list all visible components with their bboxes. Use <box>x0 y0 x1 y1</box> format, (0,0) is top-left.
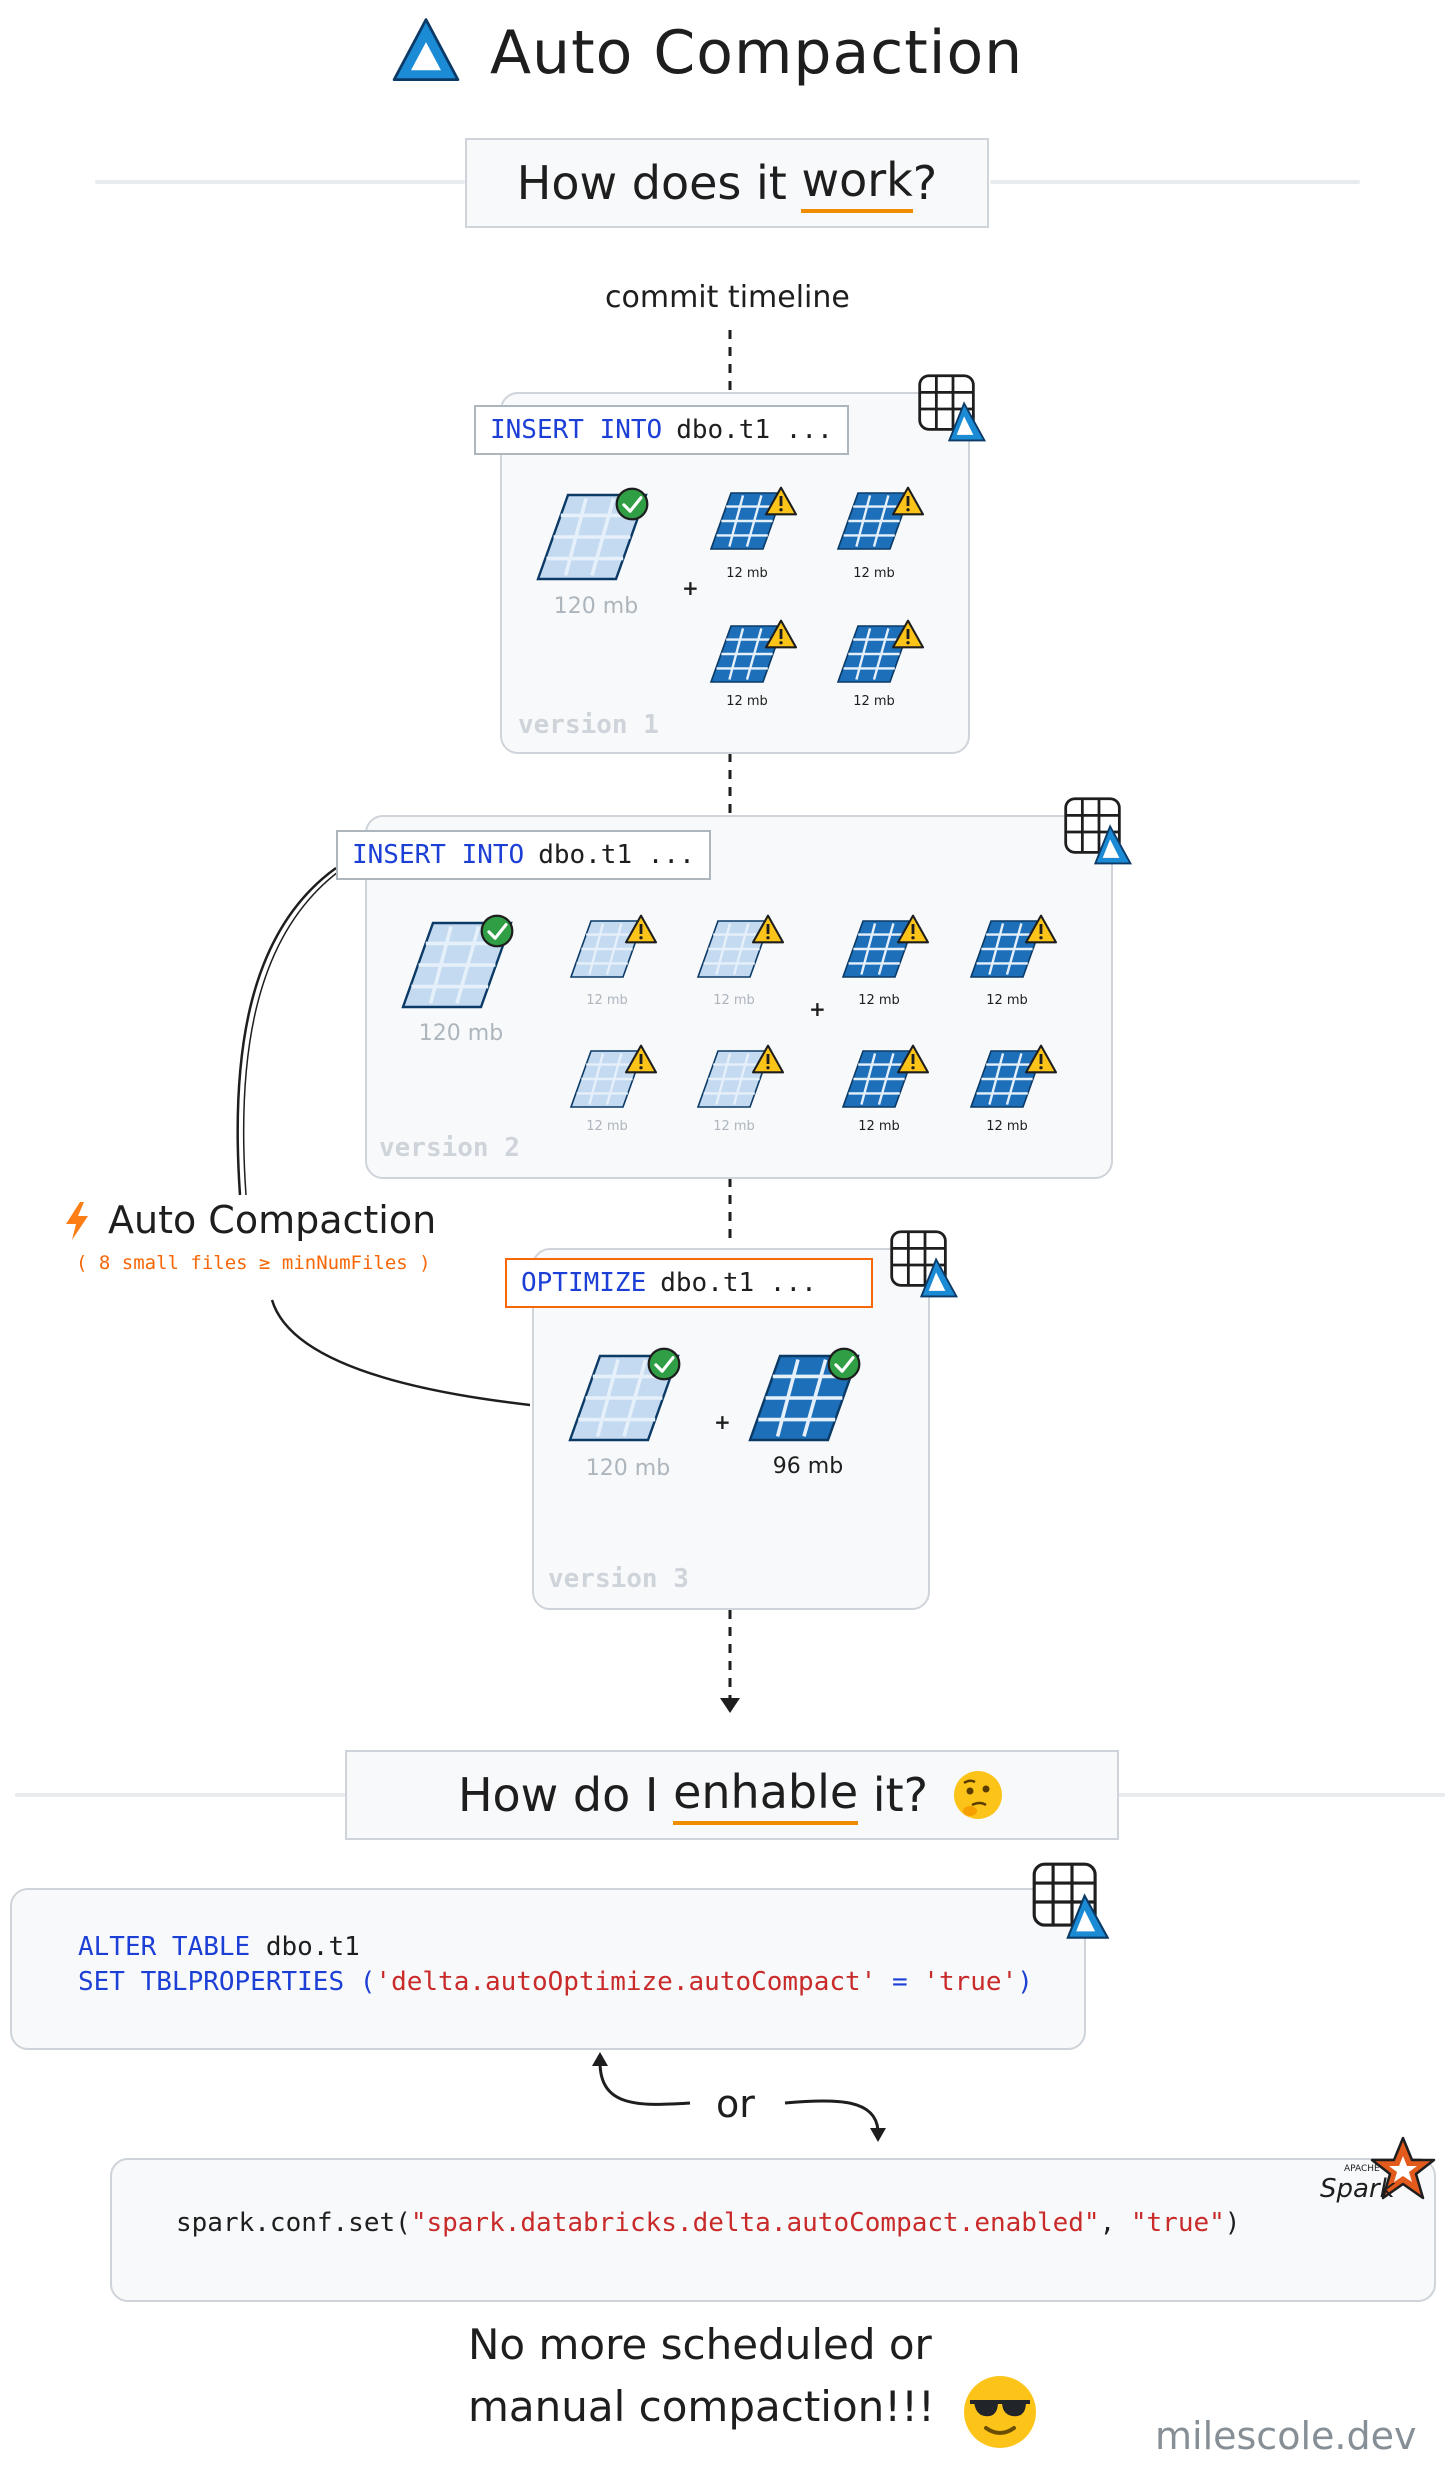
header-suffix: ? <box>912 156 938 210</box>
small-file-size: 12 mb <box>853 566 895 581</box>
sql-keyword: INSERT INTO <box>490 415 663 445</box>
version-label: version 2 <box>379 1133 520 1163</box>
thinking-face-icon <box>954 1771 1003 1819</box>
sql-text: dbo.t1 <box>250 1932 360 1962</box>
header-prefix: How do I <box>457 1768 674 1822</box>
warning-icon <box>896 1044 930 1074</box>
small-file-size: 12 mb <box>853 694 895 709</box>
warning-icon <box>624 1044 658 1074</box>
large-file-size: 120 mb <box>553 594 639 619</box>
warning-icon <box>624 914 658 944</box>
header-underlined: enhable <box>673 1765 859 1825</box>
sql-property-key: 'delta.autoOptimize.autoCompact' <box>375 1967 877 1997</box>
large-file-size: 120 mb <box>585 1456 671 1481</box>
sql-text: dbo.t1 ... <box>660 1268 817 1298</box>
small-file-size: 12 mb <box>713 993 755 1008</box>
warning-icon <box>1024 1044 1058 1074</box>
header-underlined: work <box>801 153 913 213</box>
timeline-label: commit timeline <box>605 280 850 315</box>
section-header-how-to-enable: How do I enhable it? <box>345 1750 1119 1840</box>
large-file-size: 120 mb <box>418 1021 504 1046</box>
small-file-size: 12 mb <box>726 694 768 709</box>
closing-line-1: No more scheduled or <box>468 2320 932 2369</box>
delta-lake-logo <box>392 18 460 82</box>
spark-config-box: spark.conf.set("spark.databricks.delta.a… <box>110 2158 1436 2302</box>
header-suffix: it? <box>858 1768 929 1822</box>
compacted-file-size: 96 mb <box>772 1454 844 1479</box>
closing-line-2: manual compaction!!! <box>468 2382 935 2431</box>
check-icon <box>479 913 515 949</box>
lightning-icon <box>66 1202 88 1240</box>
warning-icon <box>764 486 798 516</box>
spark-config-value: "true" <box>1130 2208 1225 2238</box>
version-label: version 1 <box>518 710 659 740</box>
header-prefix: How does it <box>516 156 802 210</box>
warning-icon <box>764 619 798 649</box>
or-label: or <box>716 2082 755 2126</box>
spark-config-key: "spark.databricks.delta.autoCompact.enab… <box>410 2208 1100 2238</box>
warning-icon <box>891 619 925 649</box>
check-icon <box>646 1346 682 1382</box>
sql-property-value: 'true' <box>923 1967 1018 1997</box>
section-header-how-it-works: How does it work? <box>465 138 989 228</box>
spark-star-icon <box>1370 2136 1436 2200</box>
small-file-size: 12 mb <box>986 993 1028 1008</box>
warning-icon <box>891 486 925 516</box>
auto-compaction-label: Auto Compaction <box>108 1198 437 1242</box>
optimize-statement: OPTIMIZE dbo.t1 ... <box>505 1258 873 1308</box>
sql-text: dbo.t1 ... <box>676 415 833 445</box>
sql-keyword: ALTER TABLE <box>78 1932 251 1962</box>
delta-table-icon <box>916 372 990 446</box>
version-label: version 3 <box>548 1564 689 1594</box>
plus-sign: + <box>682 576 699 600</box>
delta-table-icon <box>1030 1860 1114 1944</box>
small-file-size: 12 mb <box>726 566 768 581</box>
warning-icon <box>896 914 930 944</box>
sunglasses-face-icon <box>964 2376 1036 2448</box>
sql-config-line-2: SET TBLPROPERTIES ('delta.autoOptimize.a… <box>78 1967 1033 1997</box>
plus-sign: + <box>809 997 826 1021</box>
page-title: Auto Compaction <box>490 18 1024 88</box>
warning-icon <box>751 1044 785 1074</box>
sql-paren: ( <box>344 1967 376 1997</box>
warning-icon <box>751 914 785 944</box>
sql-keyword: OPTIMIZE <box>521 1268 647 1298</box>
spark-call: spark.conf.set( <box>176 2208 411 2238</box>
small-file-size: 12 mb <box>986 1119 1028 1134</box>
insert-statement: INSERT INTO dbo.t1 ... <box>474 405 849 455</box>
spark-config-line: spark.conf.set("spark.databricks.delta.a… <box>176 2208 1240 2238</box>
auto-compaction-condition: ( 8 small files ≥ minNumFiles ) <box>76 1252 431 1274</box>
spark-logo: APACHE Spark <box>1320 2134 1450 2224</box>
spark-separator: , <box>1099 2208 1131 2238</box>
sql-config-box: ALTER TABLE dbo.t1 SET TBLPROPERTIES ('d… <box>10 1888 1086 2050</box>
sql-paren: ) <box>1017 1967 1033 1997</box>
warning-icon <box>1024 914 1058 944</box>
sql-keyword: SET TBLPROPERTIES <box>78 1967 345 1997</box>
small-file-size: 12 mb <box>713 1119 755 1134</box>
spark-logo-text: Spark <box>1320 2174 1395 2204</box>
plus-sign: + <box>714 1410 731 1434</box>
check-icon <box>826 1346 862 1382</box>
small-file-size: 12 mb <box>858 993 900 1008</box>
sql-keyword: INSERT INTO <box>352 840 525 870</box>
version-3-card: 120 mb + 96 mb version 3 <box>532 1248 930 1610</box>
delta-table-icon <box>888 1228 962 1302</box>
check-icon <box>614 486 650 522</box>
small-file-size: 12 mb <box>586 1119 628 1134</box>
small-file-size: 12 mb <box>586 993 628 1008</box>
sql-equals: = <box>876 1967 924 1997</box>
sql-text: dbo.t1 ... <box>538 840 695 870</box>
sql-config-line-1: ALTER TABLE dbo.t1 <box>78 1932 360 1962</box>
delta-table-icon <box>1062 795 1136 869</box>
watermark: milescole.dev <box>1155 2414 1417 2458</box>
spark-call-close: ) <box>1224 2208 1241 2238</box>
spark-logo-apache: APACHE <box>1344 2164 1380 2174</box>
insert-statement: INSERT INTO dbo.t1 ... <box>336 830 711 880</box>
small-file-size: 12 mb <box>858 1119 900 1134</box>
